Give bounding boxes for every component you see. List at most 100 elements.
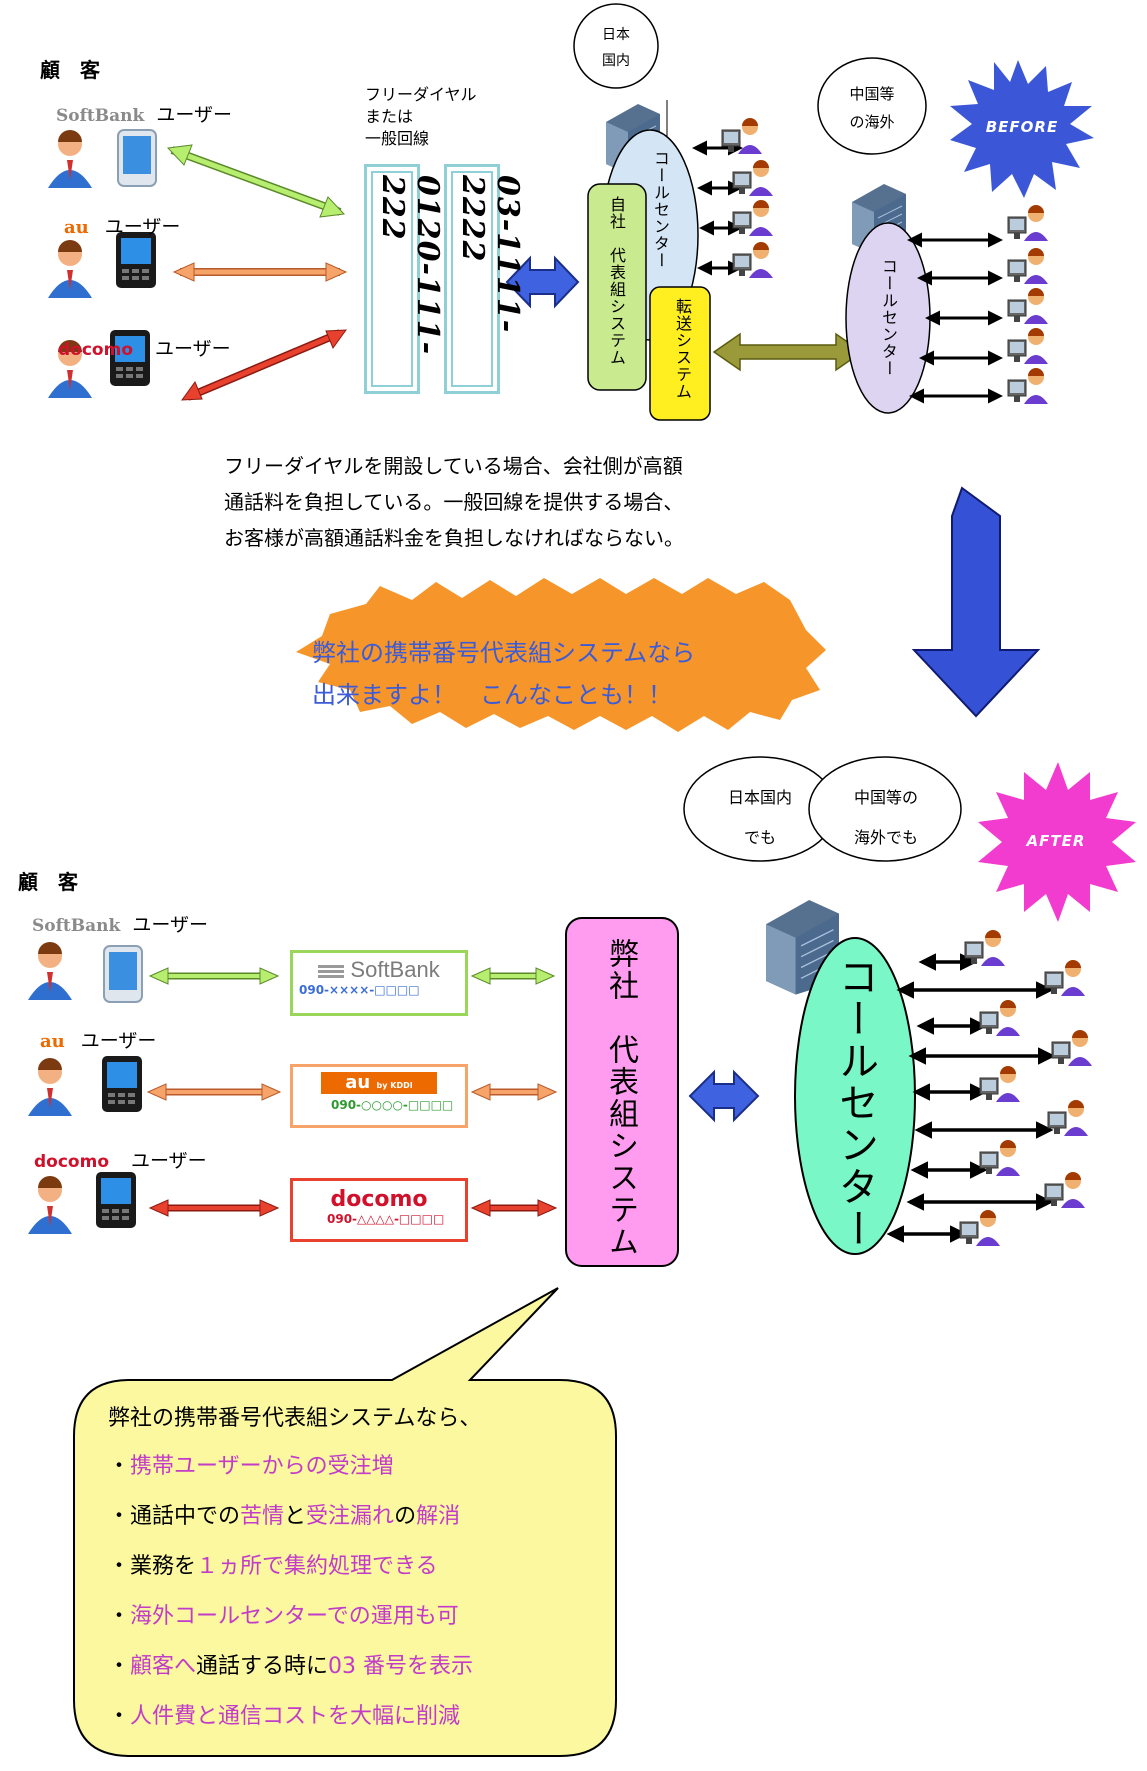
call-center-label: コールセンター: [651, 150, 670, 269]
callout-segment: 顧客へ: [130, 1654, 197, 1679]
softbank-card-number: 090-××××-□□□□: [299, 983, 420, 997]
after-au-user-label: au ユーザー: [40, 1026, 156, 1053]
overseas-call-center-label: コールセンター: [879, 258, 898, 377]
callout-segment: １ヵ所で集約処理できる: [196, 1554, 438, 1579]
banner-line: 弊社の携帯番号代表組システムなら: [312, 639, 696, 667]
docomo-logo: docomo: [34, 1152, 109, 1172]
softbank-logo: SoftBank: [56, 106, 145, 126]
callout-bubble-shape: [73, 1287, 617, 1757]
au-card-logo: au by KDDI: [321, 1072, 437, 1094]
callout-segment: の: [394, 1504, 417, 1529]
line-caption-freedial: フリーダイヤル: [365, 85, 477, 104]
explanation-line: フリーダイヤルを開設している場合、会社側が高額: [224, 454, 683, 478]
after-arrows: [146, 967, 558, 1217]
after-domestic-line: 日本国内: [727, 788, 792, 807]
agent-icon: [733, 242, 773, 278]
agent-icon: [960, 1210, 1000, 1246]
softbank-card-logo-text: SoftBank: [350, 957, 440, 982]
after-overseas-line: 中国等の: [853, 788, 918, 807]
line-caption-or: または: [365, 107, 414, 126]
callout-item: ・顧客へ通話する時に03 番号を表示: [108, 1642, 473, 1692]
callout-segment: ・: [108, 1454, 131, 1479]
general-number: 03-1111-2222: [455, 175, 525, 334]
overseas-bubble-line: 中国等: [849, 85, 895, 103]
customer-docomo-icon: [28, 1176, 72, 1234]
arrow-softbank: [166, 144, 346, 218]
banner-text: 弊社の携帯番号代表組システムなら 出来ますよ！ こんなことも！！: [312, 632, 695, 716]
callout-segment: 海外コールセンターでの運用も可: [130, 1604, 459, 1629]
callout-item: ・海外コールセンターでの運用も可: [108, 1592, 473, 1642]
user-suffix: ユーザー: [155, 338, 231, 360]
after-docomo-user-label: docomo ユーザー: [34, 1146, 207, 1173]
after-system-shape: [565, 917, 679, 1267]
docomo-user-label: docomo ユーザー: [58, 334, 231, 361]
au-logo: au: [64, 217, 89, 238]
agent-icon: [733, 200, 773, 236]
overseas-agent-arrows: [907, 232, 1003, 404]
freedial-number: 0120-111-222: [375, 175, 445, 356]
after-badge: AFTER: [1026, 832, 1086, 850]
user-suffix: ユーザー: [131, 1150, 207, 1172]
agent-icon: [1008, 205, 1048, 241]
agent-icon: [1045, 960, 1085, 996]
company-system-shape: [587, 183, 647, 391]
user-suffix: ユーザー: [132, 914, 208, 936]
before-badge-shape: [950, 60, 1094, 198]
domestic-bubble: 日本 国内: [594, 22, 638, 74]
transfer-system-label: 転送システム: [673, 298, 692, 400]
callout-segment: 受注漏れ: [306, 1504, 395, 1529]
double-arrow-system-center: [688, 1069, 760, 1123]
callout-segment: ・業務を: [108, 1554, 197, 1579]
agent-icon: [980, 1000, 1020, 1036]
transfer-system-shape: [649, 286, 711, 421]
agent-icon: [1008, 328, 1048, 364]
au-phone-icon: [116, 232, 156, 288]
after-domestic-bubble: 日本国内 でも: [700, 778, 820, 858]
au-phone-icon: [102, 1056, 142, 1112]
callout-segment: 人件費と通信コストを大幅に削減: [130, 1704, 461, 1729]
domestic-bubble-shape: [573, 3, 659, 89]
after-customers-title: 顧 客: [18, 870, 78, 894]
explanation-line: お客様が高額通話料金を負担しなければならない。: [224, 526, 684, 550]
user-suffix: ユーザー: [80, 1030, 157, 1052]
docomo-card-number: 090-△△△△-□□□□: [327, 1212, 445, 1226]
double-arrow-transfer-overseas: [712, 332, 864, 372]
customers-title: 顧 客: [40, 58, 100, 82]
customer-softbank-icon: [48, 130, 92, 188]
softbank-user-label: SoftBank ユーザー: [56, 100, 232, 127]
after-domestic-line: でも: [743, 828, 776, 847]
after-overseas-bubble-shape: [808, 756, 962, 862]
callout-item: ・通話中での苦情と受注漏れの解消: [108, 1492, 473, 1542]
au-card-logo-text: au: [345, 1072, 371, 1093]
after-badge-shape: [978, 762, 1136, 922]
agent-icon: [1008, 248, 1048, 284]
general-number-box: 03-1111-2222: [444, 164, 525, 394]
banner-burst: [296, 578, 826, 732]
callout-segment: 解消: [416, 1504, 461, 1529]
callout-segment: 苦情: [240, 1504, 285, 1529]
customer-softbank-icon: [28, 942, 72, 1000]
softbank-logo: SoftBank: [32, 916, 121, 936]
callout-segment: 携帯ユーザーからの受注増: [130, 1454, 394, 1479]
overseas-bubble: 中国等 の海外: [830, 80, 914, 136]
agent-icon: [1045, 1172, 1085, 1208]
docomo-card-logo: docomo: [330, 1187, 428, 1212]
softbank-bars-icon: [318, 963, 345, 980]
company-system-label: 自社 代表組システム: [607, 196, 626, 366]
before-explanation: フリーダイヤルを開設している場合、会社側が高額 通話料を負担している。一般回線を…: [224, 448, 684, 556]
callout-item: ・携帯ユーザーからの受注増: [108, 1442, 473, 1492]
customer-au-icon: [48, 240, 92, 298]
pda-phone-icon: [117, 129, 157, 187]
overseas-bubble-shape: [817, 57, 927, 155]
agent-icon: [1052, 1030, 1092, 1066]
arrow-docomo: [180, 329, 348, 401]
agent-icon: [1048, 1100, 1088, 1136]
user-suffix: ユーザー: [156, 104, 232, 126]
agent-icon: [1008, 368, 1048, 404]
callout-segment: と: [284, 1504, 307, 1529]
agent-icon: [980, 1140, 1020, 1176]
docomo-logo: docomo: [58, 340, 133, 360]
agent-icon: [1008, 288, 1048, 324]
double-arrow-numbers-system: [505, 255, 580, 309]
